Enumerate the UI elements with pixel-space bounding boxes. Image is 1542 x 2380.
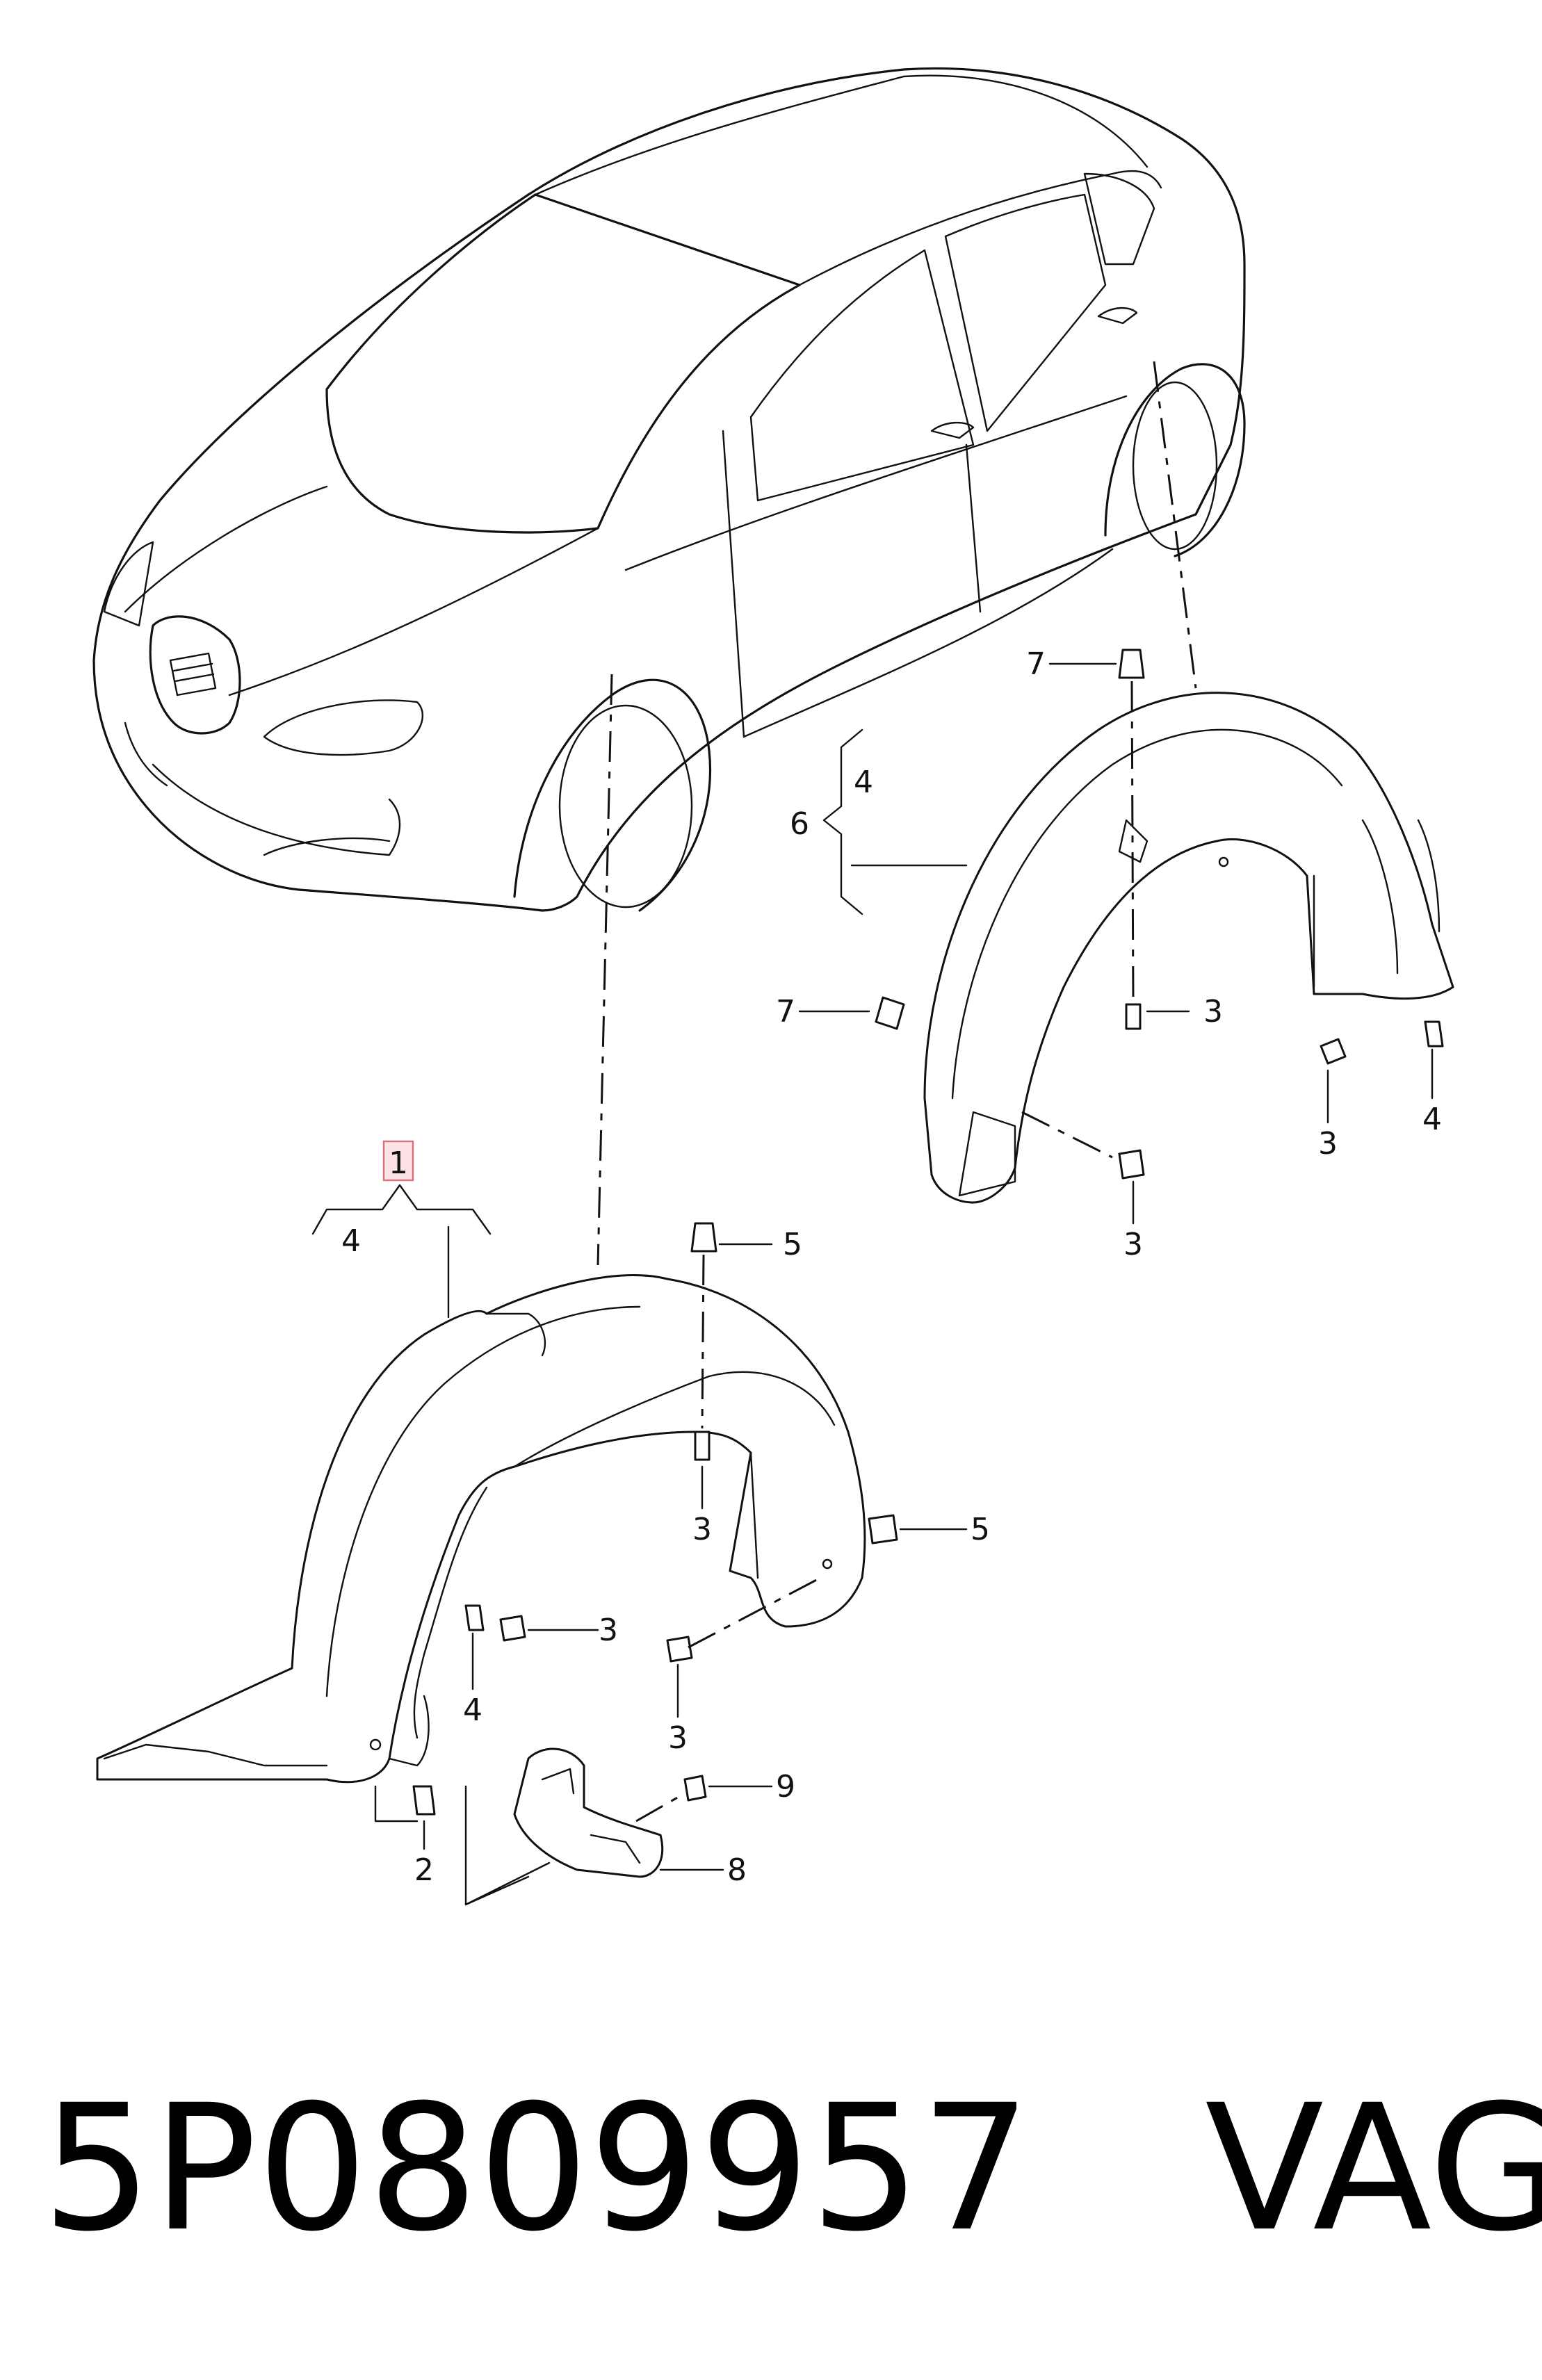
- screw-3-rear-b: [1320, 1038, 1347, 1065]
- callout-1-highlight: [382, 1140, 414, 1182]
- callout-4-rear-right: 4: [1422, 1102, 1442, 1137]
- screw-3-front-b: [499, 1615, 526, 1642]
- screw-3-front-c: [666, 1636, 693, 1663]
- callout-5-right: 5: [971, 1512, 990, 1547]
- callout-1: 1: [389, 1146, 408, 1181]
- callout-3-front-bottom: 3: [668, 1720, 688, 1756]
- brand-name: VAG: [1205, 2067, 1542, 2269]
- leader-bracket: [635, 1792, 685, 1823]
- callout-3-rear-center: 3: [1203, 994, 1223, 1029]
- clip-5-top: [690, 1222, 717, 1253]
- rear-wheel-liner: [923, 692, 1454, 1204]
- leader-front: [596, 674, 613, 1266]
- nut-4-front: [464, 1604, 485, 1631]
- screw-3-front-a: [694, 1431, 711, 1461]
- leader-rear-clip: [1130, 680, 1135, 1002]
- clip-7-left: [875, 996, 905, 1030]
- leader-front-clip: [701, 1254, 705, 1429]
- callout-4-under-1: 4: [341, 1223, 361, 1259]
- callout-9: 9: [776, 1769, 795, 1804]
- callout-3-rear-bottom: 3: [1123, 1227, 1143, 1262]
- callout-4-front: 4: [463, 1693, 482, 1728]
- screw-3-rear-a: [1125, 1003, 1142, 1030]
- part-number: 5P0809957: [42, 2067, 1032, 2269]
- bracket-8: [513, 1747, 664, 1878]
- front-wheel-liner: [96, 1274, 866, 1784]
- leader-front-screw: [688, 1576, 821, 1649]
- callout-6: 6: [790, 806, 809, 842]
- callout-4-brace-6: 4: [854, 765, 873, 800]
- callout-8: 8: [727, 1852, 747, 1888]
- callout-3-rear-right: 3: [1318, 1126, 1338, 1162]
- clip-5-right: [868, 1514, 898, 1544]
- leader-rear-screw: [1021, 1111, 1113, 1159]
- screw-9: [683, 1775, 707, 1802]
- callout-7-top: 7: [1026, 646, 1046, 682]
- callout-2: 2: [414, 1852, 434, 1888]
- car-illustration: [92, 67, 1246, 912]
- callout-3-front-top: 3: [692, 1512, 712, 1547]
- footer-caption: 5P0809957 VAG: [42, 2064, 1542, 2273]
- callout-5-top: 5: [783, 1227, 802, 1262]
- callout-3-front-mid: 3: [599, 1613, 618, 1648]
- callout-7-left: 7: [776, 994, 795, 1029]
- nut-4-rear: [1424, 1020, 1444, 1048]
- leader-rear: [1153, 361, 1197, 689]
- screw-3-rear-c: [1118, 1149, 1145, 1180]
- clip-7-top: [1118, 649, 1145, 679]
- nut-2-front: [412, 1785, 436, 1816]
